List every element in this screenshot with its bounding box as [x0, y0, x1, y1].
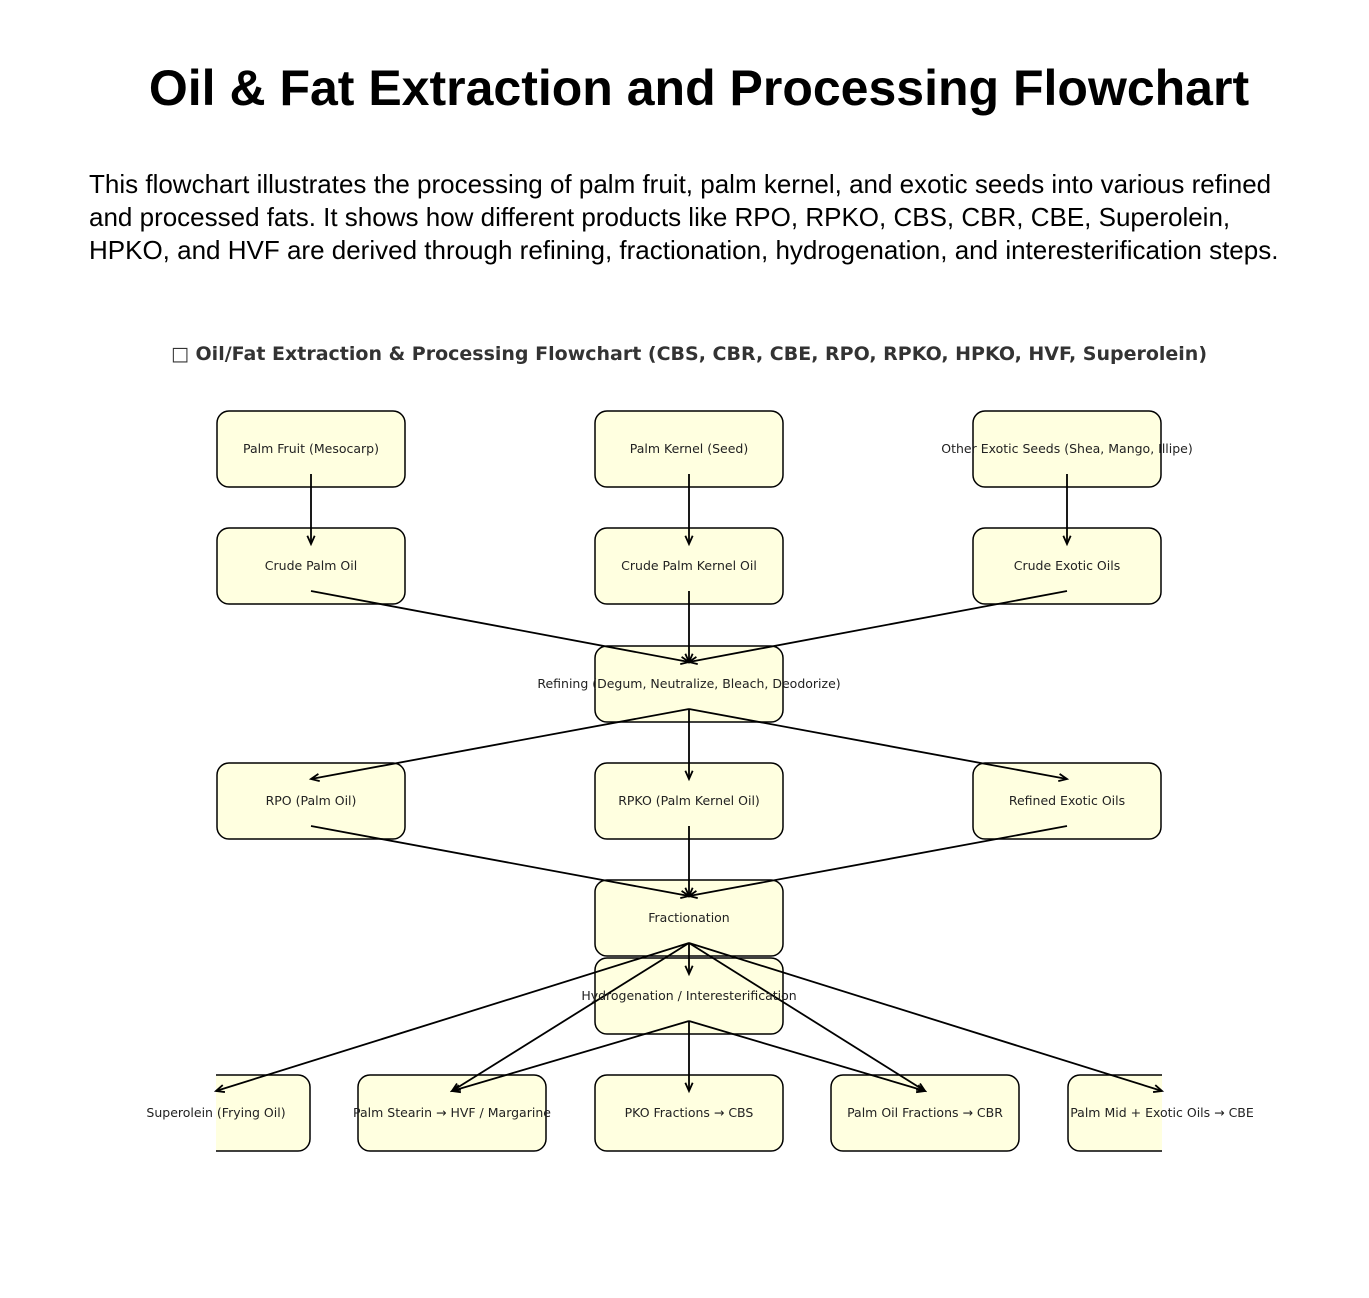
arrowhead	[1062, 535, 1072, 547]
arrowhead	[306, 535, 316, 547]
node-label-palm-oil-fractions: Palm Oil Fractions → CBR	[847, 1105, 1003, 1120]
edge-fractionation-to-hydrogenation	[684, 943, 694, 977]
intro-paragraph: This flowchart illustrates the processin…	[89, 169, 1279, 265]
arrowhead	[684, 535, 694, 547]
edge-refining-to-rpko	[684, 709, 694, 782]
node-box	[830, 1074, 1020, 1152]
node-label-palm-fruit: Palm Fruit (Mesocarp)	[243, 441, 379, 456]
arrowhead	[449, 1084, 462, 1094]
edge-palm-fruit-to-crude-palm-oil	[306, 474, 316, 547]
node-palm-stearin	[357, 1074, 547, 1152]
arrowhead	[1152, 1084, 1165, 1093]
node-label-palm-stearin: Palm Stearin → HVF / Margarine	[353, 1105, 551, 1120]
node-superolein	[216, 1074, 311, 1152]
node-palm-mid	[1067, 1074, 1162, 1152]
arrowhead	[684, 1082, 694, 1094]
node-label-crude-palm-kernel-oil: Crude Palm Kernel Oil	[621, 558, 757, 573]
edge-crude-exotic-oils-to-refining	[686, 590, 1068, 665]
node-rpo	[216, 762, 406, 840]
node-label-rpo: RPO (Palm Oil)	[266, 793, 357, 808]
node-palm-oil-fractions	[830, 1074, 1020, 1152]
node-label-palm-kernel: Palm Kernel (Seed)	[630, 441, 749, 456]
arrowhead	[686, 656, 698, 665]
node-label-rpko: RPKO (Palm Kernel Oil)	[618, 793, 760, 808]
arrowhead	[915, 1084, 928, 1094]
node-label-refined-exotic-oils: Refined Exotic Oils	[1009, 793, 1125, 808]
edge-hydrogenation-to-palm-stearin	[449, 1020, 690, 1094]
node-label-crude-exotic-oils: Crude Exotic Oils	[1014, 558, 1120, 573]
arrowhead	[686, 890, 698, 899]
node-label-hydrogenation: Hydrogenation / Interesterification	[581, 988, 796, 1003]
arrowhead	[684, 965, 694, 977]
arrowhead	[1058, 773, 1070, 782]
node-label-palm-mid: Palm Mid + Exotic Oils → CBE	[1070, 1105, 1254, 1120]
edge-refining-to-refined-exotic-oils	[688, 708, 1070, 782]
node-box	[972, 762, 1162, 840]
node-label-exotic-seeds: Other Exotic Seeds (Shea, Mango, Illipe)	[941, 441, 1193, 456]
node-box	[216, 762, 406, 840]
edge-hydrogenation-to-palm-oil-fractions	[688, 1020, 928, 1094]
nodes-layer	[216, 410, 1162, 1152]
labels-layer: Palm Fruit (Mesocarp) Palm Kernel (Seed) O…	[146, 441, 1253, 1120]
arrowhead	[684, 770, 694, 782]
arrowhead	[213, 1084, 226, 1093]
node-label-crude-palm-oil: Crude Palm Oil	[265, 558, 357, 573]
edge-fractionation-to-palm-mid	[688, 942, 1165, 1093]
edges-layer	[213, 474, 1165, 1094]
node-label-refining: Refining (Degum, Neutralize, Bleach, Deo…	[537, 676, 840, 691]
edge-refining-to-rpo	[308, 708, 690, 782]
edge-palm-kernel-to-crude-palm-kernel-oil	[684, 474, 694, 547]
page-title: Oil & Fat Extraction and Processing Flow…	[148, 60, 1250, 116]
edge-hydrogenation-to-pko-fractions	[684, 1021, 694, 1094]
node-box	[357, 1074, 547, 1152]
node-label-pko-fractions: PKO Fractions → CBS	[625, 1105, 754, 1120]
node-label-superolein: Superolein (Frying Oil)	[146, 1105, 285, 1120]
diagram-title: □ Oil/Fat Extraction & Processing Flowch…	[171, 343, 1207, 365]
edge-fractionation-to-superolein	[213, 942, 690, 1093]
arrowhead	[308, 773, 320, 782]
node-box	[1067, 1074, 1162, 1152]
edge-refined-exotic-oils-to-fractionation	[686, 825, 1068, 899]
node-label-fractionation: Fractionation	[648, 910, 730, 925]
node-box	[216, 1074, 311, 1152]
node-refined-exotic-oils	[972, 762, 1162, 840]
edge-exotic-seeds-to-crude-exotic-oils	[1062, 474, 1072, 547]
